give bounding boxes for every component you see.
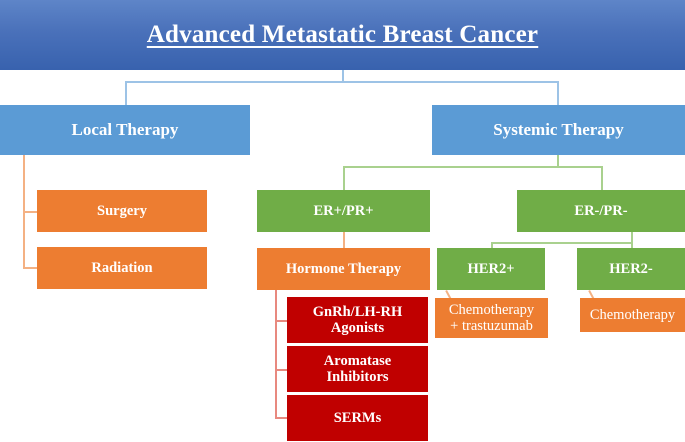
node-er-pr-negative-label: ER-/PR- <box>574 202 628 219</box>
node-serms[interactable]: SERMs <box>287 395 428 441</box>
connector-hormone-to-aromatase <box>275 369 288 371</box>
connector-hormone-to-gnrh <box>275 320 288 322</box>
node-gnrh-lhrh-agonists-label-line1: GnRh/LH-RH <box>312 303 403 320</box>
node-aromatase-inhibitors[interactable]: Aromatase Inhibitors <box>287 346 428 392</box>
node-hormone-therapy[interactable]: Hormone Therapy <box>257 248 430 290</box>
page-title: Advanced Metastatic Breast Cancer <box>146 21 539 48</box>
node-hormone-therapy-label: Hormone Therapy <box>285 260 402 277</box>
connector-hormone-to-serms <box>275 417 288 419</box>
node-surgery[interactable]: Surgery <box>37 190 207 232</box>
connector-to-her2-positive <box>491 242 493 249</box>
connector-hormone-spine <box>275 290 277 418</box>
node-aromatase-inhibitors-label-line1: Aromatase <box>323 352 392 369</box>
node-her2-positive[interactable]: HER2+ <box>437 248 545 290</box>
node-local-therapy[interactable]: Local Therapy <box>0 105 250 155</box>
node-radiation[interactable]: Radiation <box>37 247 207 289</box>
diagram-title-banner: Advanced Metastatic Breast Cancer <box>0 0 685 70</box>
node-her2-positive-label: HER2+ <box>467 260 515 277</box>
node-er-pr-positive-label: ER+/PR+ <box>313 202 374 219</box>
connector-her2-bus <box>491 242 632 244</box>
node-serms-label: SERMs <box>333 409 382 426</box>
connector-level1-bus <box>125 81 558 83</box>
node-chemotherapy-trastuzumab-label-line1: Chemotherapy <box>448 301 535 318</box>
node-systemic-therapy[interactable]: Systemic Therapy <box>432 105 685 155</box>
node-chemotherapy-trastuzumab[interactable]: Chemotherapy + trastuzumab <box>435 298 548 338</box>
node-er-pr-negative[interactable]: ER-/PR- <box>517 190 685 232</box>
node-systemic-therapy-label: Systemic Therapy <box>493 120 624 140</box>
connector-receptor-bus <box>343 166 602 168</box>
node-chemotherapy[interactable]: Chemotherapy <box>580 298 685 332</box>
node-gnrh-lhrh-agonists-label-line2: Agonists <box>330 320 385 336</box>
node-chemotherapy-label: Chemotherapy <box>589 306 676 323</box>
connector-to-systemic-therapy <box>557 81 559 105</box>
connector-local-to-radiation <box>23 267 38 269</box>
connector-title-stem <box>342 70 344 82</box>
connector-to-er-negative <box>601 166 603 190</box>
connector-local-to-surgery <box>23 211 38 213</box>
node-chemotherapy-trastuzumab-label-line2: + trastuzumab <box>450 318 533 334</box>
connector-systemic-stem <box>557 155 559 167</box>
node-radiation-label: Radiation <box>91 259 153 276</box>
node-gnrh-lhrh-agonists[interactable]: GnRh/LH-RH Agonists <box>287 297 428 343</box>
connector-to-local-therapy <box>125 81 127 105</box>
node-surgery-label: Surgery <box>97 202 147 219</box>
connector-to-er-positive <box>343 166 345 190</box>
node-local-therapy-label: Local Therapy <box>71 120 179 140</box>
connector-er-negative-stem <box>631 232 633 243</box>
node-er-pr-positive[interactable]: ER+/PR+ <box>257 190 430 232</box>
node-aromatase-inhibitors-label-line2: Inhibitors <box>326 369 389 385</box>
connector-to-her2-negative <box>631 242 633 249</box>
node-her2-negative[interactable]: HER2- <box>577 248 685 290</box>
node-her2-negative-label: HER2- <box>609 260 653 277</box>
connector-er-positive-to-hormone <box>343 232 345 248</box>
